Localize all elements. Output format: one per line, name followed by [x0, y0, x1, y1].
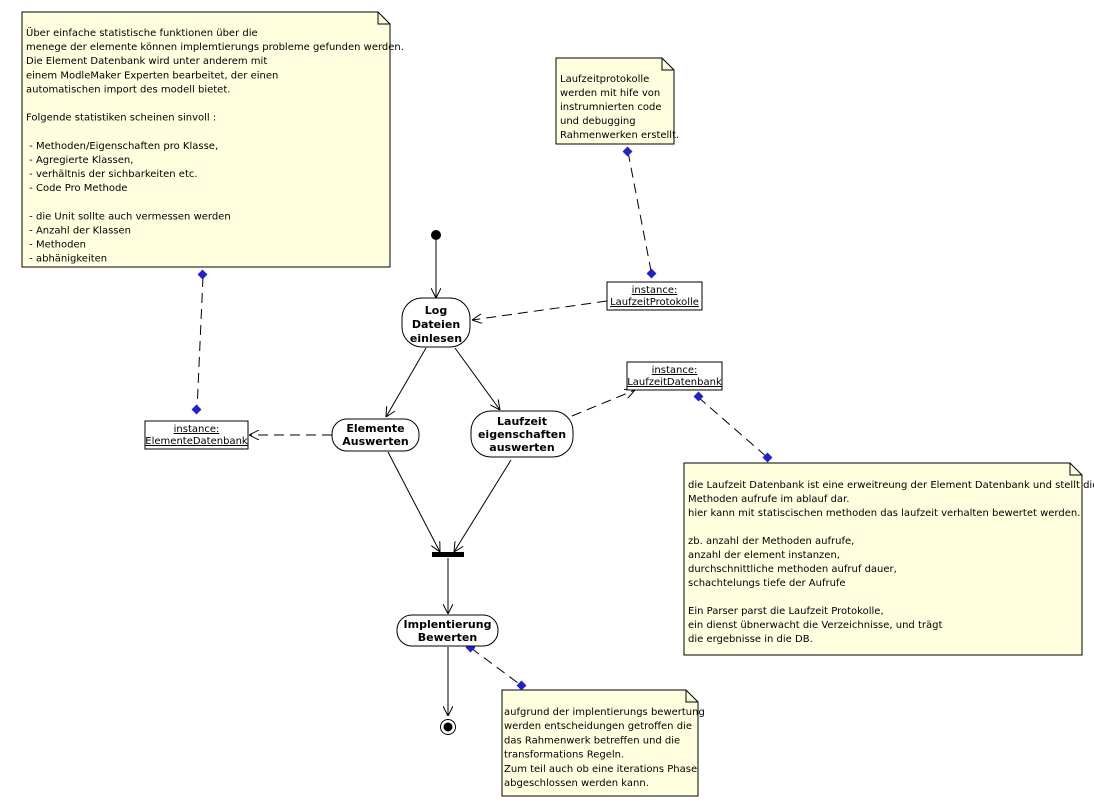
note-protocols-text: Laufzeitprotokolle werden mit hife von ins… — [560, 74, 679, 141]
note-protocols-text-line: werden mit hife von — [560, 88, 660, 99]
anchor-diamond-icon — [762, 452, 773, 463]
anchor-diamond-icon — [191, 404, 202, 415]
note-runtime-db[interactable]: die Laufzeit Datenbank ist eine erweitre… — [683, 462, 1094, 656]
initial-node — [431, 230, 441, 240]
object-laufzeit-datenbank-line1: instance: — [652, 365, 698, 376]
activity-impl-eval-label-line: Implentierung — [404, 618, 492, 631]
note-evaluation-text-line: aufgrund der implentierungs bewertung — [504, 707, 705, 718]
object-laufzeit-protokolle[interactable]: instance: LaufzeitProtokolle — [606, 281, 703, 311]
note-evaluation[interactable]: aufgrund der implentierungs bewertung wer… — [501, 689, 705, 797]
note-runtime-db-text-line: die ergebnisse in die DB. — [688, 634, 813, 645]
activity-elements-eval-label-line: Elemente — [346, 422, 404, 435]
activity-impl-eval-label-line: Bewerten — [418, 631, 477, 644]
object-laufzeit-protokolle-line2: LaufzeitProtokolle — [610, 297, 699, 308]
note-protocols[interactable]: Laufzeitprotokolle werden mit hife von ins… — [555, 57, 679, 145]
anchor-diamond-icon — [693, 391, 704, 402]
activity-runtime-eval-label-line: Laufzeit — [497, 415, 547, 428]
note-statistics-text-line: - verhältnis der sichbarkeiten etc. — [26, 169, 198, 180]
note-statistics-text-line: Folgende statistiken scheinen sinvoll : — [26, 113, 216, 124]
note-evaluation-text-line: werden entscheidungen getroffen die — [504, 721, 692, 732]
note-statistics[interactable]: Über einfache statistische funktionen üb… — [21, 11, 404, 268]
note-runtime-db-text-line — [688, 522, 691, 533]
activity-log-read-label-line: Dateien — [412, 318, 460, 331]
anchor-statistics — [191, 269, 208, 415]
note-protocols-text-line: und debugging — [560, 116, 636, 127]
activity-log-read-label-line: einlesen — [410, 332, 462, 345]
object-elemente-datenbank-line2: ElementeDatenbank — [145, 436, 248, 447]
note-runtime-db-text-line: die Laufzeit Datenbank ist eine erweitre… — [688, 480, 1094, 491]
note-evaluation-text-line: transformations Regeln. — [504, 750, 624, 761]
anchor-diamond-icon — [197, 269, 208, 280]
object-laufzeit-protokolle-line1: instance: — [632, 285, 678, 296]
note-statistics-text-line: einem ModleMaker Experten bearbeitet, de… — [26, 70, 278, 81]
anchor-diamond-icon — [646, 268, 657, 279]
note-runtime-db-text-line: hier kann mit statiscischen methoden das… — [688, 508, 1080, 519]
activity-elements-eval-label-line: Auswerten — [342, 435, 409, 448]
note-statistics-text-line: menege der elemente können implemtierung… — [26, 42, 404, 53]
note-runtime-db-text-line: durchschnittliche methoden aufruf dauer, — [688, 564, 897, 575]
join-bar — [432, 552, 464, 557]
note-statistics-text: Über einfache statistische funktionen üb… — [26, 26, 404, 265]
note-runtime-db-text-line — [688, 592, 691, 603]
note-statistics-text-line: automatischen import des modell bietet. — [26, 84, 230, 95]
anchor-diamond-icon — [622, 146, 633, 157]
note-statistics-text-line: - die Unit sollte auch vermessen werden — [26, 211, 231, 222]
activity-log-read-label-line: Log — [425, 304, 447, 317]
note-statistics-text-line: Über einfache statistische funktionen üb… — [26, 26, 258, 39]
note-statistics-text-line: Die Element Datenbank wird unter anderem… — [26, 56, 267, 67]
note-runtime-db-text-line: zb. anzahl der Methoden aufrufe, — [688, 536, 854, 547]
transitions — [386, 240, 512, 716]
note-statistics-text-line — [26, 99, 29, 110]
object-flows — [249, 300, 635, 435]
anchor-runtime-db — [693, 391, 773, 463]
note-statistics-text-line: - Agregierte Klassen, — [26, 155, 133, 166]
note-statistics-text-line — [26, 127, 29, 138]
note-evaluation-text-line: Zum teil auch ob eine iterations Phase — [504, 764, 697, 775]
note-runtime-db-text: die Laufzeit Datenbank ist eine erweitre… — [688, 480, 1094, 645]
note-statistics-text-line: - abhänigkeiten — [26, 254, 107, 265]
note-statistics-text-line — [26, 197, 29, 208]
anchor-protocols — [622, 146, 657, 279]
note-statistics-text-line: - Methoden — [26, 240, 86, 251]
note-statistics-text-line: - Anzahl der Klassen — [26, 225, 131, 236]
note-runtime-db-text-line: schachtelungs tiefe der Aufrufe — [688, 578, 846, 589]
object-elemente-datenbank-line1: instance: — [174, 424, 220, 435]
note-evaluation-text: aufgrund der implentierungs bewertung wer… — [504, 707, 705, 789]
note-protocols-text-line: Laufzeitprotokolle — [560, 74, 649, 85]
note-protocols-text-line: instrumnierten code — [560, 102, 662, 113]
note-statistics-text-line: - Code Pro Methode — [26, 183, 127, 194]
note-protocols-text-line: Rahmenwerken erstellt. — [560, 130, 679, 141]
note-runtime-db-text-line: Ein Parser parst die Laufzeit Protokolle… — [688, 606, 884, 617]
note-runtime-db-text-line: Methoden aufrufe im ablauf dar. — [688, 494, 849, 505]
final-node — [440, 719, 456, 735]
object-laufzeit-datenbank[interactable]: instance: LaufzeitDatenbank — [626, 361, 723, 391]
object-laufzeit-datenbank-line2: LaufzeitDatenbank — [627, 377, 722, 388]
activity-runtime-eval-label-line: eigenschaften — [478, 428, 566, 441]
note-runtime-db-text-line: anzahl der element instanzen, — [688, 550, 840, 561]
anchor-evaluation — [465, 642, 527, 691]
activity-runtime-eval-label-line: auswerten — [489, 441, 554, 454]
note-statistics-text-line: - Methoden/Eigenschaften pro Klasse, — [26, 141, 218, 152]
note-evaluation-text-line: das Rahmenwerk betreffen und die — [504, 735, 680, 746]
anchor-diamond-icon — [516, 680, 527, 691]
object-elemente-datenbank[interactable]: instance: ElementeDatenbank — [144, 420, 249, 450]
note-evaluation-text-line: abgeschlossen werden kann. — [504, 778, 649, 789]
note-runtime-db-text-line: ein dienst übnerwacht die Verzeichnisse,… — [688, 620, 942, 631]
